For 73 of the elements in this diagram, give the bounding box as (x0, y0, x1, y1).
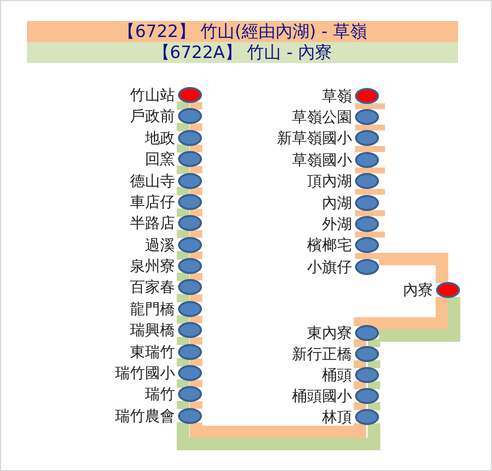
stop-marker-icon (178, 258, 202, 274)
route-line (190, 230, 202, 238)
station-name: 內寮 (403, 280, 433, 300)
station-name: 過溪 (145, 234, 175, 255)
stop-marker-icon (178, 215, 202, 232)
station-name: 龍門橋 (130, 298, 175, 319)
station-name: 車店仔 (130, 192, 175, 212)
route-line (176, 422, 380, 450)
station-name: 東瑞竹 (130, 342, 175, 362)
route-line (379, 296, 460, 342)
station-name: 新草嶺國小 (277, 128, 352, 148)
station-name: 草嶺公園 (292, 106, 352, 127)
route-line (355, 167, 385, 174)
route-line (176, 294, 190, 302)
station-name: 半路店 (130, 213, 175, 234)
station-name: 草嶺國小 (292, 150, 352, 170)
stop-marker-icon (355, 237, 379, 254)
route-line (176, 336, 190, 346)
route-line (355, 124, 385, 131)
stop-marker-icon (355, 194, 379, 210)
stop-marker-icon (436, 282, 460, 298)
stop-marker-icon (178, 386, 202, 402)
station-name: 外湖 (322, 214, 352, 234)
stop-marker-icon (355, 88, 379, 104)
station-name: 小旗仔 (307, 256, 352, 277)
stop-marker-icon (355, 216, 379, 232)
stop-marker-icon (355, 152, 379, 168)
station-name: 回窯 (145, 149, 175, 170)
route-name: 【6722A】 竹山 - 內寮 (152, 42, 332, 62)
station-name: 瑞竹農會 (115, 406, 175, 426)
stop-marker-icon (178, 322, 202, 338)
stop-marker-icon (178, 87, 202, 103)
stop-marker-icon (355, 258, 379, 275)
station-name: 地政 (145, 128, 175, 148)
station-name: 泉州寮 (130, 256, 175, 276)
route-line (190, 337, 202, 345)
route-line (354, 296, 448, 330)
route-name: 【6722】 竹山(經由內湖) - 草嶺 (118, 22, 367, 42)
station-name: 新行正橋 (292, 344, 352, 364)
station-name: 瑞興橋 (130, 320, 175, 340)
route-line (355, 103, 385, 110)
route-line (176, 122, 190, 132)
route-line (355, 146, 385, 152)
stop-marker-icon (178, 108, 202, 124)
route-line (190, 294, 202, 302)
station-name: 瑞竹 (145, 384, 175, 404)
station-name: 檳榔宅 (307, 235, 352, 256)
route-line (190, 166, 202, 174)
station-name: 竹山站 (130, 85, 175, 105)
route-line (355, 210, 385, 216)
route-line (176, 166, 190, 174)
stop-marker-icon (355, 108, 379, 125)
route-line (379, 252, 448, 284)
station-name: 林頂 (322, 406, 352, 427)
route-line (190, 123, 202, 131)
stop-marker-icon (178, 279, 202, 296)
stop-marker-icon (355, 173, 379, 190)
station-name: 百家春 (130, 277, 175, 298)
station-name: 戶政前 (130, 106, 175, 126)
station-name: 桶頭 (322, 364, 352, 385)
station-name: 草嶺 (322, 86, 352, 106)
route-line (190, 422, 366, 438)
station-name: 頂內湖 (307, 171, 352, 192)
station-name: 德山寺 (130, 170, 175, 191)
station-name: 內湖 (322, 192, 352, 212)
route-line (190, 401, 202, 409)
stop-marker-icon (178, 151, 202, 168)
station-name: 瑞竹國小 (115, 362, 175, 383)
stop-marker-icon (355, 130, 379, 146)
station-name: 桶頭國小 (292, 386, 352, 406)
route-line (355, 232, 385, 238)
station-name: 東內寮 (307, 322, 352, 343)
route-line (355, 188, 385, 195)
